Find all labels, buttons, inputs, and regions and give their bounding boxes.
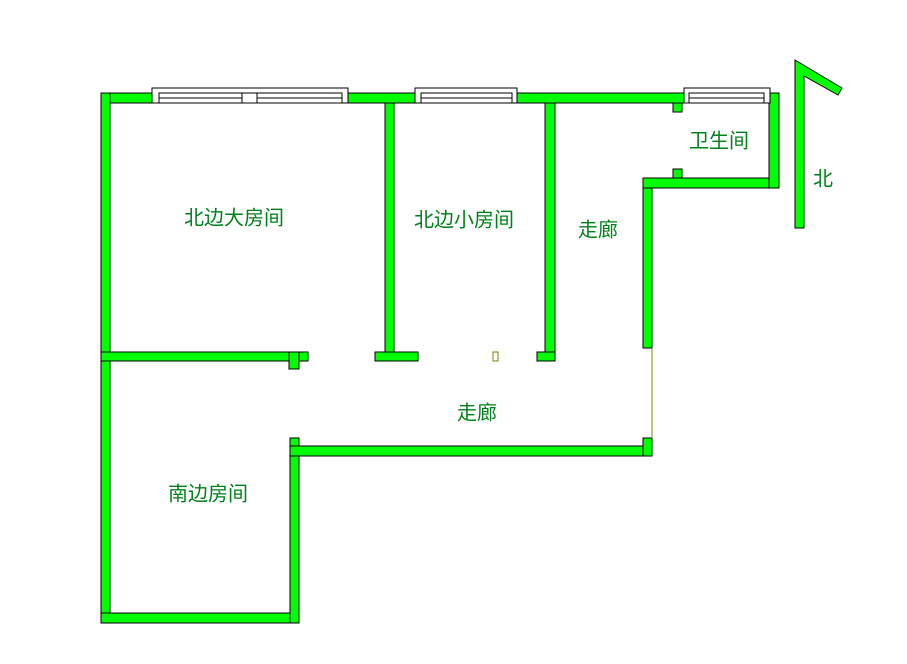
room-label-corridor-vertical: 走廊	[578, 217, 618, 242]
room-label-south: 南边房间	[168, 481, 248, 506]
room-label-north-big: 北边大房间	[184, 205, 284, 230]
room-label-corridor-main: 走廊	[457, 400, 497, 425]
north-arrow-icon	[794, 59, 843, 229]
room-label-bathroom: 卫生间	[689, 128, 749, 153]
windows	[151, 87, 771, 104]
walls	[100, 92, 780, 624]
compass-label: 北	[813, 166, 833, 191]
room-label-north-small: 北边小房间	[414, 207, 514, 232]
